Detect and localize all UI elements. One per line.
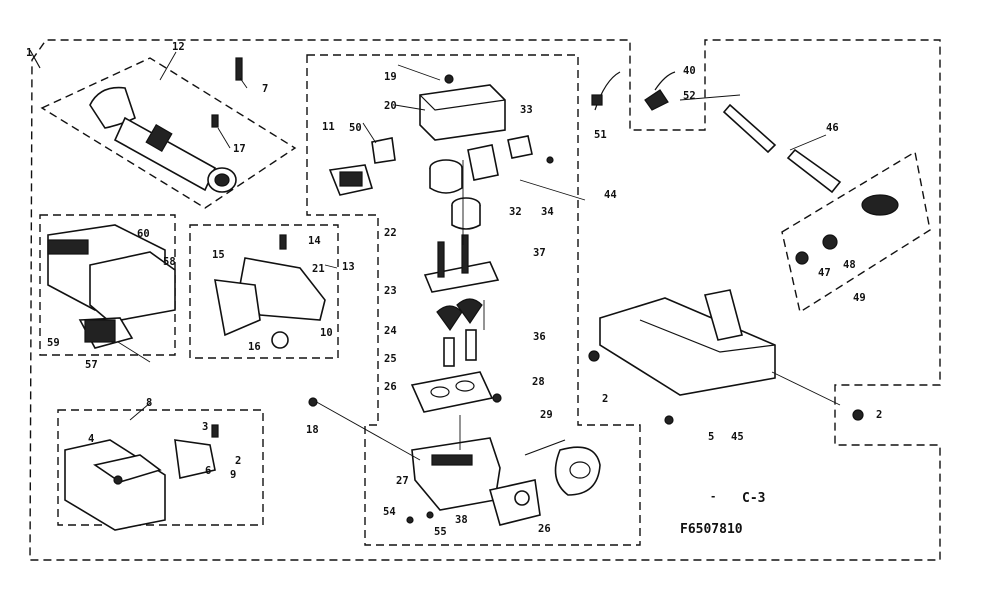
plate-32	[467, 144, 499, 181]
label-15: 15	[212, 249, 225, 261]
label-48: 48	[843, 259, 856, 271]
stem-25	[443, 329, 477, 367]
manifold-part	[64, 424, 219, 531]
label-12: 12	[172, 41, 185, 53]
region-12-boundary	[40, 57, 297, 209]
label-38: 38	[455, 514, 468, 526]
label-18: 18	[306, 424, 319, 436]
label-46: 46	[826, 122, 839, 134]
bracket-45	[599, 289, 776, 396]
label-32: 32	[509, 206, 522, 218]
region-57-boundary	[39, 214, 176, 356]
label-52: 52	[683, 90, 696, 102]
tube-46	[722, 103, 842, 194]
label-14: 14	[308, 235, 321, 247]
label-33: 33	[520, 104, 533, 116]
label-26a: 26	[384, 381, 397, 393]
label-6: 6	[205, 465, 211, 477]
label-7: 7	[262, 83, 268, 95]
burner-tube-part	[89, 86, 237, 193]
label-3: 3	[202, 421, 208, 433]
label-25: 25	[384, 353, 397, 365]
outer-boundary	[29, 39, 941, 561]
label-57: 57	[85, 359, 98, 371]
label-51: 51	[594, 129, 607, 141]
label-55: 55	[434, 526, 447, 538]
fitting-49-part	[795, 194, 899, 265]
label-8: 8	[146, 397, 152, 409]
label-59: 59	[47, 337, 60, 349]
label-47: 47	[818, 267, 831, 279]
gasket-26	[410, 371, 494, 413]
cover-plate-part	[488, 479, 541, 526]
wire-51	[591, 71, 621, 111]
label-13: 13	[342, 261, 355, 273]
seal-24-36	[436, 298, 483, 332]
valve-body-part	[411, 437, 501, 511]
region-8-boundary	[57, 409, 264, 526]
label-1: 1	[26, 47, 32, 59]
label-21: 21	[312, 263, 325, 275]
part-labels: 1 12 7 17 60 58 59 57 14 15 21 13 16 10 …	[26, 41, 882, 538]
screw-17	[211, 114, 219, 128]
leader-lines	[117, 51, 841, 461]
valve-bracket-part	[214, 234, 326, 349]
label-16: 16	[248, 341, 261, 353]
label-2b: 2	[602, 393, 608, 405]
label-54: 54	[383, 506, 396, 518]
region-13-boundary	[189, 224, 339, 359]
region-49-boundary	[781, 150, 931, 314]
region-44-boundary	[306, 54, 641, 546]
plate-33	[507, 135, 533, 159]
label-26b: 26	[538, 523, 551, 535]
label-36: 36	[533, 331, 546, 343]
label-27: 27	[396, 475, 409, 487]
label-29: 29	[540, 409, 553, 421]
label-60: 60	[137, 228, 150, 240]
valve-top-housing	[419, 84, 506, 141]
coil-22	[429, 159, 463, 194]
label-22: 22	[384, 227, 397, 239]
label-20: 20	[384, 100, 397, 112]
label-50: 50	[349, 122, 362, 134]
label-58: 58	[163, 256, 176, 268]
knob-29	[524, 439, 601, 496]
caption-code: F6507810	[680, 522, 743, 537]
coil-37	[451, 197, 481, 230]
caption-title: C-3	[742, 491, 765, 506]
label-45: 45	[731, 431, 744, 443]
fitting-40-52	[644, 71, 676, 111]
label-2a: 2	[235, 455, 241, 467]
label-11: 11	[322, 121, 335, 133]
screw-heads	[308, 74, 864, 524]
label-17: 17	[233, 143, 246, 155]
label-28: 28	[532, 376, 545, 388]
caption-prefix: -	[710, 491, 716, 503]
corner-mark	[29, 49, 41, 69]
label-23: 23	[384, 285, 397, 297]
plate-23	[423, 234, 500, 293]
igniter-housing-part	[47, 224, 176, 349]
label-9: 9	[230, 469, 236, 481]
label-37: 37	[533, 247, 546, 259]
label-49: 49	[853, 292, 866, 304]
screw-7	[235, 57, 243, 81]
label-44: 44	[604, 189, 617, 201]
label-4: 4	[88, 433, 94, 445]
label-34: 34	[541, 206, 554, 218]
switch-11	[328, 164, 374, 196]
label-2c: 2	[876, 409, 882, 421]
label-10: 10	[320, 327, 333, 339]
label-5: 5	[708, 431, 714, 443]
label-40: 40	[683, 65, 696, 77]
label-24: 24	[384, 325, 397, 337]
label-19: 19	[384, 71, 397, 83]
clip-50	[371, 137, 396, 164]
